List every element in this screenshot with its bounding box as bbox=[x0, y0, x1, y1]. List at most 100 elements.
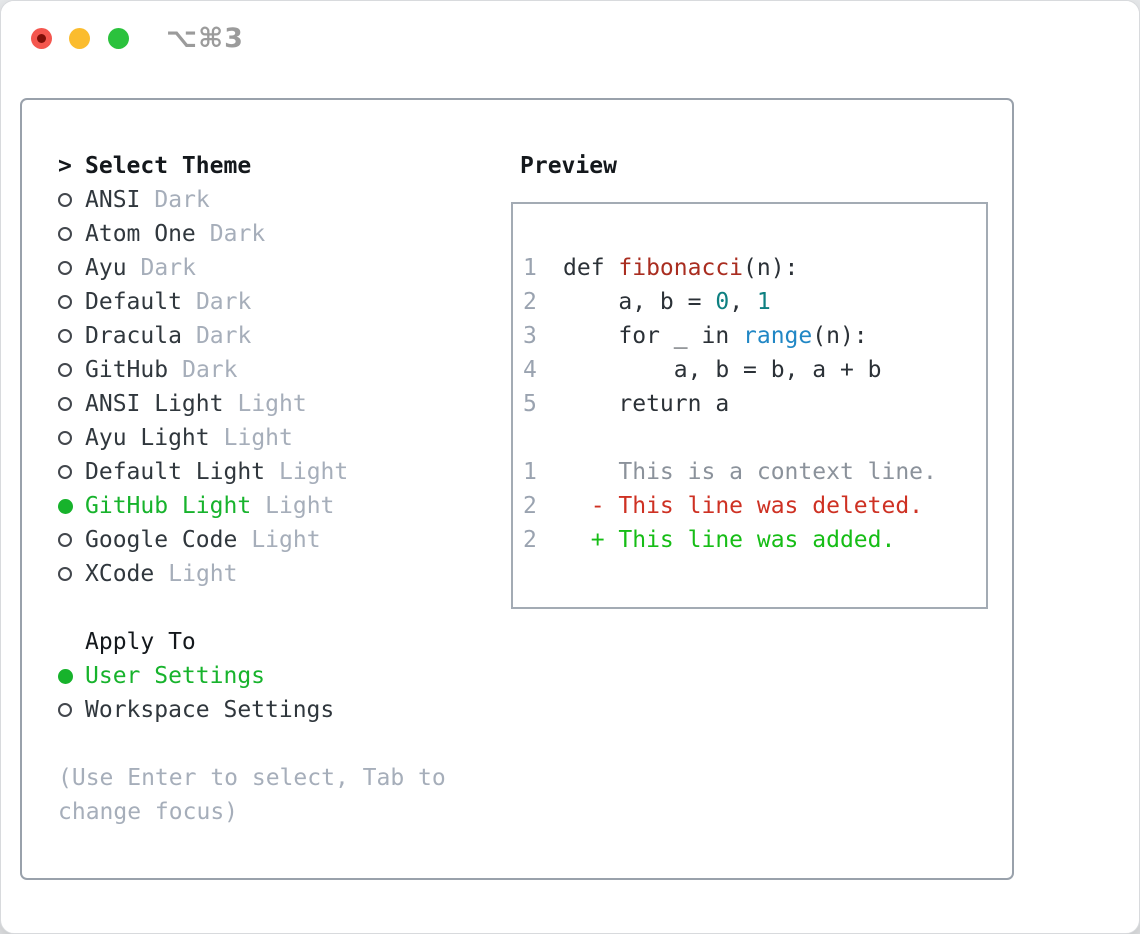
close-dot-icon bbox=[37, 34, 46, 43]
titlebar: ⌥⌘3 bbox=[1, 1, 1139, 76]
radio-unselected-icon bbox=[58, 363, 85, 377]
variant-tag: Light bbox=[237, 391, 307, 417]
select-theme-header: > Select Theme bbox=[58, 149, 498, 183]
line-number: 4 bbox=[523, 357, 537, 383]
code-line: 2 - This line was deleted. bbox=[523, 489, 986, 523]
select-theme-title: Select Theme bbox=[85, 153, 252, 179]
variant-tag: Dark bbox=[182, 357, 238, 383]
line-text: for _ in range(n): bbox=[563, 319, 868, 353]
hint-line-1: (Use Enter to select, Tab to bbox=[58, 765, 446, 791]
line-number: 1 bbox=[523, 459, 537, 485]
theme-item-default[interactable]: Default Dark bbox=[58, 285, 498, 319]
zoom-button[interactable] bbox=[108, 28, 129, 49]
code-segment: (n): bbox=[743, 255, 799, 281]
minimize-button[interactable] bbox=[69, 28, 90, 49]
theme-item-ansi[interactable]: ANSI Dark bbox=[58, 183, 498, 217]
line-number bbox=[523, 421, 538, 455]
variant-tag: Dark bbox=[209, 221, 266, 247]
code-line: 1 def fibonacci(n): bbox=[523, 251, 986, 285]
line-text: a, b = 0, 1 bbox=[563, 285, 770, 319]
line-text: - This line was deleted. bbox=[563, 489, 923, 523]
variant-tag: Light bbox=[223, 425, 293, 451]
item-label: GitHub bbox=[85, 357, 169, 383]
prompt-caret-icon: > bbox=[58, 153, 72, 179]
theme-item-xcode[interactable]: XCode Light bbox=[58, 557, 498, 591]
line-number: 3 bbox=[523, 323, 537, 349]
code-segment: a, b = bbox=[563, 289, 716, 315]
code-line: 1 This is a context line. bbox=[523, 455, 986, 489]
radio-unselected-icon bbox=[58, 261, 85, 275]
close-button[interactable] bbox=[31, 28, 52, 49]
radio-selected-icon bbox=[58, 668, 85, 684]
radio-selected-icon bbox=[58, 498, 85, 514]
code-line: 4 a, b = b, a + b bbox=[523, 353, 986, 387]
radio-unselected-icon bbox=[58, 533, 85, 547]
variant-tag: Light bbox=[265, 493, 335, 519]
item-label: Google Code bbox=[85, 527, 238, 553]
code-line: 3 for _ in range(n): bbox=[523, 319, 986, 353]
line-number: 2 bbox=[523, 289, 537, 315]
radio-unselected-icon bbox=[58, 465, 85, 479]
radio-unselected-icon bbox=[58, 703, 85, 717]
variant-tag: Dark bbox=[154, 187, 210, 213]
item-label: Default bbox=[85, 289, 182, 315]
code-segment: + This line was added. bbox=[563, 527, 896, 553]
code-segment: This is a context line. bbox=[563, 459, 937, 485]
item-label: Workspace Settings bbox=[85, 697, 335, 723]
line-text: return a bbox=[563, 387, 729, 421]
item-label: ANSI bbox=[85, 187, 141, 213]
code-segment: , bbox=[729, 289, 757, 315]
item-label: XCode bbox=[85, 561, 155, 587]
hint-line-2: change focus) bbox=[58, 799, 239, 825]
theme-item-dracula[interactable]: Dracula Dark bbox=[58, 319, 498, 353]
code-line: 2 a, b = 0, 1 bbox=[523, 285, 986, 319]
theme-item-atom-one[interactable]: Atom One Dark bbox=[58, 217, 498, 251]
code-segment: for _ in bbox=[563, 323, 744, 349]
theme-item-ansi-light[interactable]: ANSI Light Light bbox=[58, 387, 498, 421]
theme-item-github-light[interactable]: GitHub Light Light bbox=[58, 489, 498, 523]
variant-tag: Dark bbox=[140, 255, 196, 281]
radio-unselected-icon bbox=[58, 567, 85, 581]
item-label: Dracula bbox=[85, 323, 182, 349]
radio-unselected-icon bbox=[58, 397, 85, 411]
item-label: Default Light bbox=[85, 459, 266, 485]
item-label: GitHub Light bbox=[85, 493, 252, 519]
variant-tag: Light bbox=[251, 527, 321, 553]
radio-unselected-icon bbox=[58, 295, 85, 309]
variant-tag: Dark bbox=[195, 289, 252, 315]
item-label: Atom One bbox=[85, 221, 196, 247]
window-title: ⌥⌘3 bbox=[166, 23, 244, 54]
code-line: 2 + This line was added. bbox=[523, 523, 986, 557]
item-label: Ayu bbox=[85, 255, 127, 281]
theme-item-google-code[interactable]: Google Code Light bbox=[58, 523, 498, 557]
apply-option-workspace-settings[interactable]: Workspace Settings bbox=[58, 693, 498, 727]
theme-item-github[interactable]: GitHub Dark bbox=[58, 353, 498, 387]
code-segment: (n): bbox=[812, 323, 868, 349]
line-text: + This line was added. bbox=[563, 523, 896, 557]
hint-text: (Use Enter to select, Tab to change focu… bbox=[58, 761, 498, 829]
line-text: This is a context line. bbox=[563, 455, 937, 489]
item-label: ANSI Light bbox=[85, 391, 224, 417]
line-text: def fibonacci(n): bbox=[563, 251, 798, 285]
radio-unselected-icon bbox=[58, 227, 85, 241]
radio-unselected-icon bbox=[58, 193, 85, 207]
apply-to-header: Apply To bbox=[85, 629, 196, 655]
item-label: User Settings bbox=[85, 663, 266, 689]
code-segment: range bbox=[743, 323, 813, 349]
code-line: 5 return a bbox=[523, 387, 986, 421]
line-number: 1 bbox=[523, 255, 537, 281]
code-segment: def bbox=[563, 255, 619, 281]
theme-item-ayu[interactable]: Ayu Dark bbox=[58, 251, 498, 285]
variant-tag: Light bbox=[168, 561, 238, 587]
variant-tag: Dark bbox=[195, 323, 252, 349]
preview-header: Preview bbox=[520, 153, 617, 179]
line-text: a, b = b, a + b bbox=[563, 353, 882, 387]
apply-option-user-settings[interactable]: User Settings bbox=[58, 659, 498, 693]
